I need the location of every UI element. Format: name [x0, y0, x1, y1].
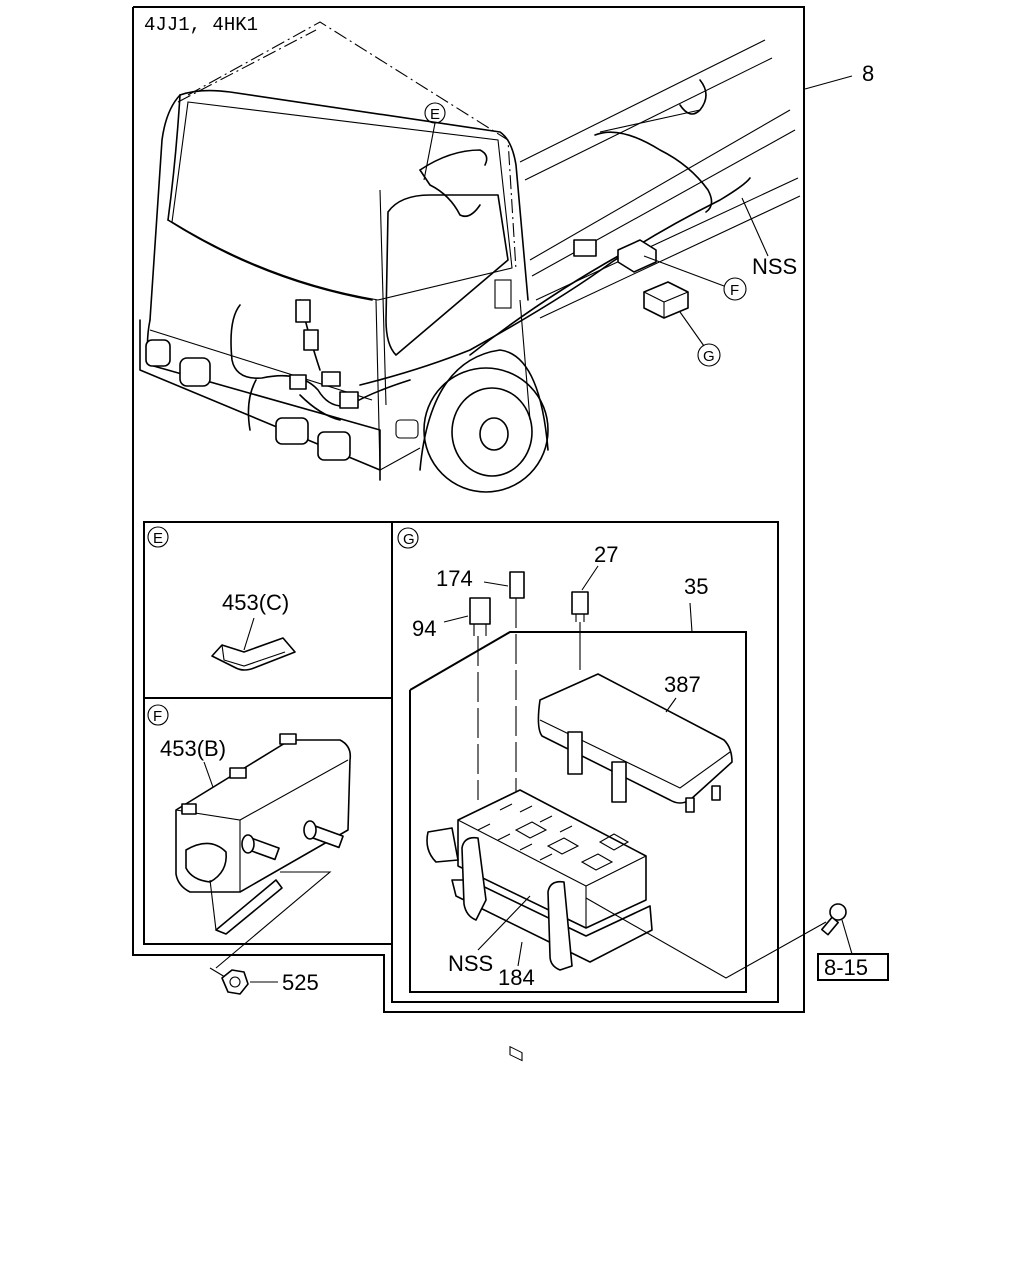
nss-callout-panel: NSS [448, 895, 531, 976]
fuse-27: 27 [571, 542, 618, 670]
bolt-right [303, 820, 344, 849]
panel-f: F 453(B) [143, 697, 393, 969]
bracket-184-label: 184 [498, 965, 535, 990]
relay-94: 94 [412, 597, 491, 800]
nss-label-panel: NSS [448, 951, 493, 976]
relay-94-label: 94 [412, 616, 436, 641]
panel-e: E 453(C) [143, 521, 393, 699]
callout-f: F [643, 255, 747, 301]
panel-e-letter: E [153, 530, 163, 547]
callout-e: E [423, 102, 446, 181]
assembly-ref-callout: 8 [804, 61, 874, 90]
fuse-27-label: 27 [594, 542, 618, 567]
panel-e-part-label: 453(C) [222, 590, 289, 615]
bracket-184-callout: 184 [498, 941, 535, 990]
cover-387: 387 [537, 672, 733, 813]
callout-g-letter: G [703, 348, 715, 365]
truck-illustration [139, 21, 801, 493]
main-frame [132, 6, 805, 1013]
nut-label: 525 [282, 970, 319, 995]
assembly-ref-label: 8 [862, 61, 874, 86]
nss-label-main: NSS [752, 254, 797, 279]
callout-g: G [679, 311, 721, 367]
bolt-ref-label: 8-15 [824, 955, 868, 980]
callout-f-letter: F [730, 282, 739, 299]
nss-callout-main: NSS [741, 197, 797, 279]
nut-525: 525 [209, 967, 319, 995]
fuse-slots [509, 1045, 523, 1062]
panel-f-letter: F [153, 708, 162, 725]
panel-g: G 35 174 27 94 [391, 521, 827, 1062]
panel-g-letter: G [403, 531, 415, 548]
panel-f-part-label: 453(B) [160, 736, 226, 761]
fuse-box-assy-label: 35 [684, 574, 708, 599]
engine-label: 4JJ1, 4HK1 [144, 14, 258, 36]
fuse-block [426, 789, 653, 1062]
relay-174-label: 174 [436, 566, 473, 591]
cover-387-label: 387 [664, 672, 701, 697]
bolt-8-15: 8-15 [817, 903, 889, 981]
callout-e-letter: E [430, 106, 440, 123]
bolt-left [241, 834, 280, 861]
relay-174: 174 [436, 566, 525, 800]
